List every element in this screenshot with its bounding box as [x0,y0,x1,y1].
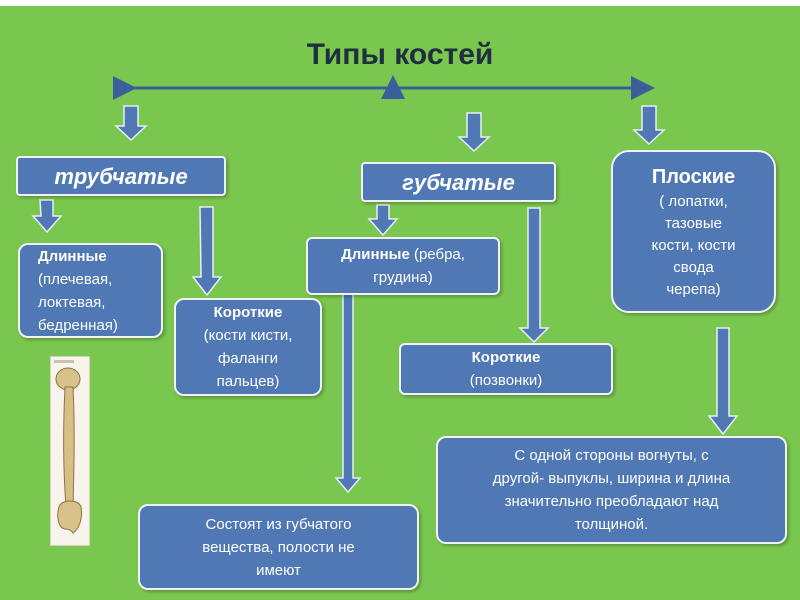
tubular-short-box: Короткие (кости кисти, фаланги пальцев) [174,298,322,396]
page-title: Типы костей [306,38,494,71]
text-line: фаланги [218,350,278,367]
text-line: кости, кости [651,236,736,254]
text-line: черепа) [666,280,721,298]
category-flat: Плоские ( лопатки, тазовые кости, кости … [611,150,776,313]
category-spongy: губчатые [361,162,556,202]
arrow-tubular-long [31,199,63,234]
text-line: (позвонки) [469,372,543,389]
arrow-spongy-short [518,207,550,344]
text-line: бедренная) [38,316,118,334]
text-line: грудина) [373,269,433,286]
text-fragment: (ребра, [409,246,465,263]
arrow-spongy-long [367,204,399,237]
arrow-flat-note [707,327,739,436]
box-first-line: Длинные (ребра, [341,243,465,266]
box-heading: Длинные [341,246,410,263]
arrow-down-tubular [114,105,148,142]
text-line: С одной стороны вогнуты, с [514,447,709,464]
text-line: свода [673,258,714,276]
text-line: вещества, полости не [202,538,355,556]
text-line: ( лопатки, [659,192,728,210]
spongy-long-box: Длинные (ребра, грудина) [306,237,500,295]
arrow-tubular-short [191,206,223,297]
box-heading: Короткие [471,349,541,366]
spongy-note-box: Состоят из губчатого вещества, полости н… [138,504,419,590]
text-line: пальцев) [216,373,280,390]
box-heading: Длинные [38,247,107,265]
text-line: значительно преобладают над [504,493,719,510]
text-line: другой- выпуклы, ширина и длина [492,470,731,487]
bone-drawing [54,360,82,534]
tubular-long-box: Длинные (плечевая, локтевая, бедренная) [18,243,163,338]
text-line: тазовые [664,214,723,232]
text-line: имеют [256,561,301,579]
spongy-short-box: Короткие (позвонки) [399,343,613,395]
arrow-down-spongy [457,112,491,153]
box-heading: Короткие [213,304,283,321]
humerus-bone-illustration [50,356,90,546]
text-line: Состоят из губчатого [205,515,352,533]
text-line: толщиной. [574,516,649,533]
text-line: локтевая, [38,293,106,311]
category-tubular: трубчатые [16,156,226,196]
flat-note-box: С одной стороны вогнуты, с другой- выпук… [436,436,787,544]
text-line: (кости кисти, [203,327,293,344]
category-flat-label: Плоские [651,165,736,188]
text-line: (плечевая, [38,270,113,288]
arrow-down-flat [632,105,666,146]
